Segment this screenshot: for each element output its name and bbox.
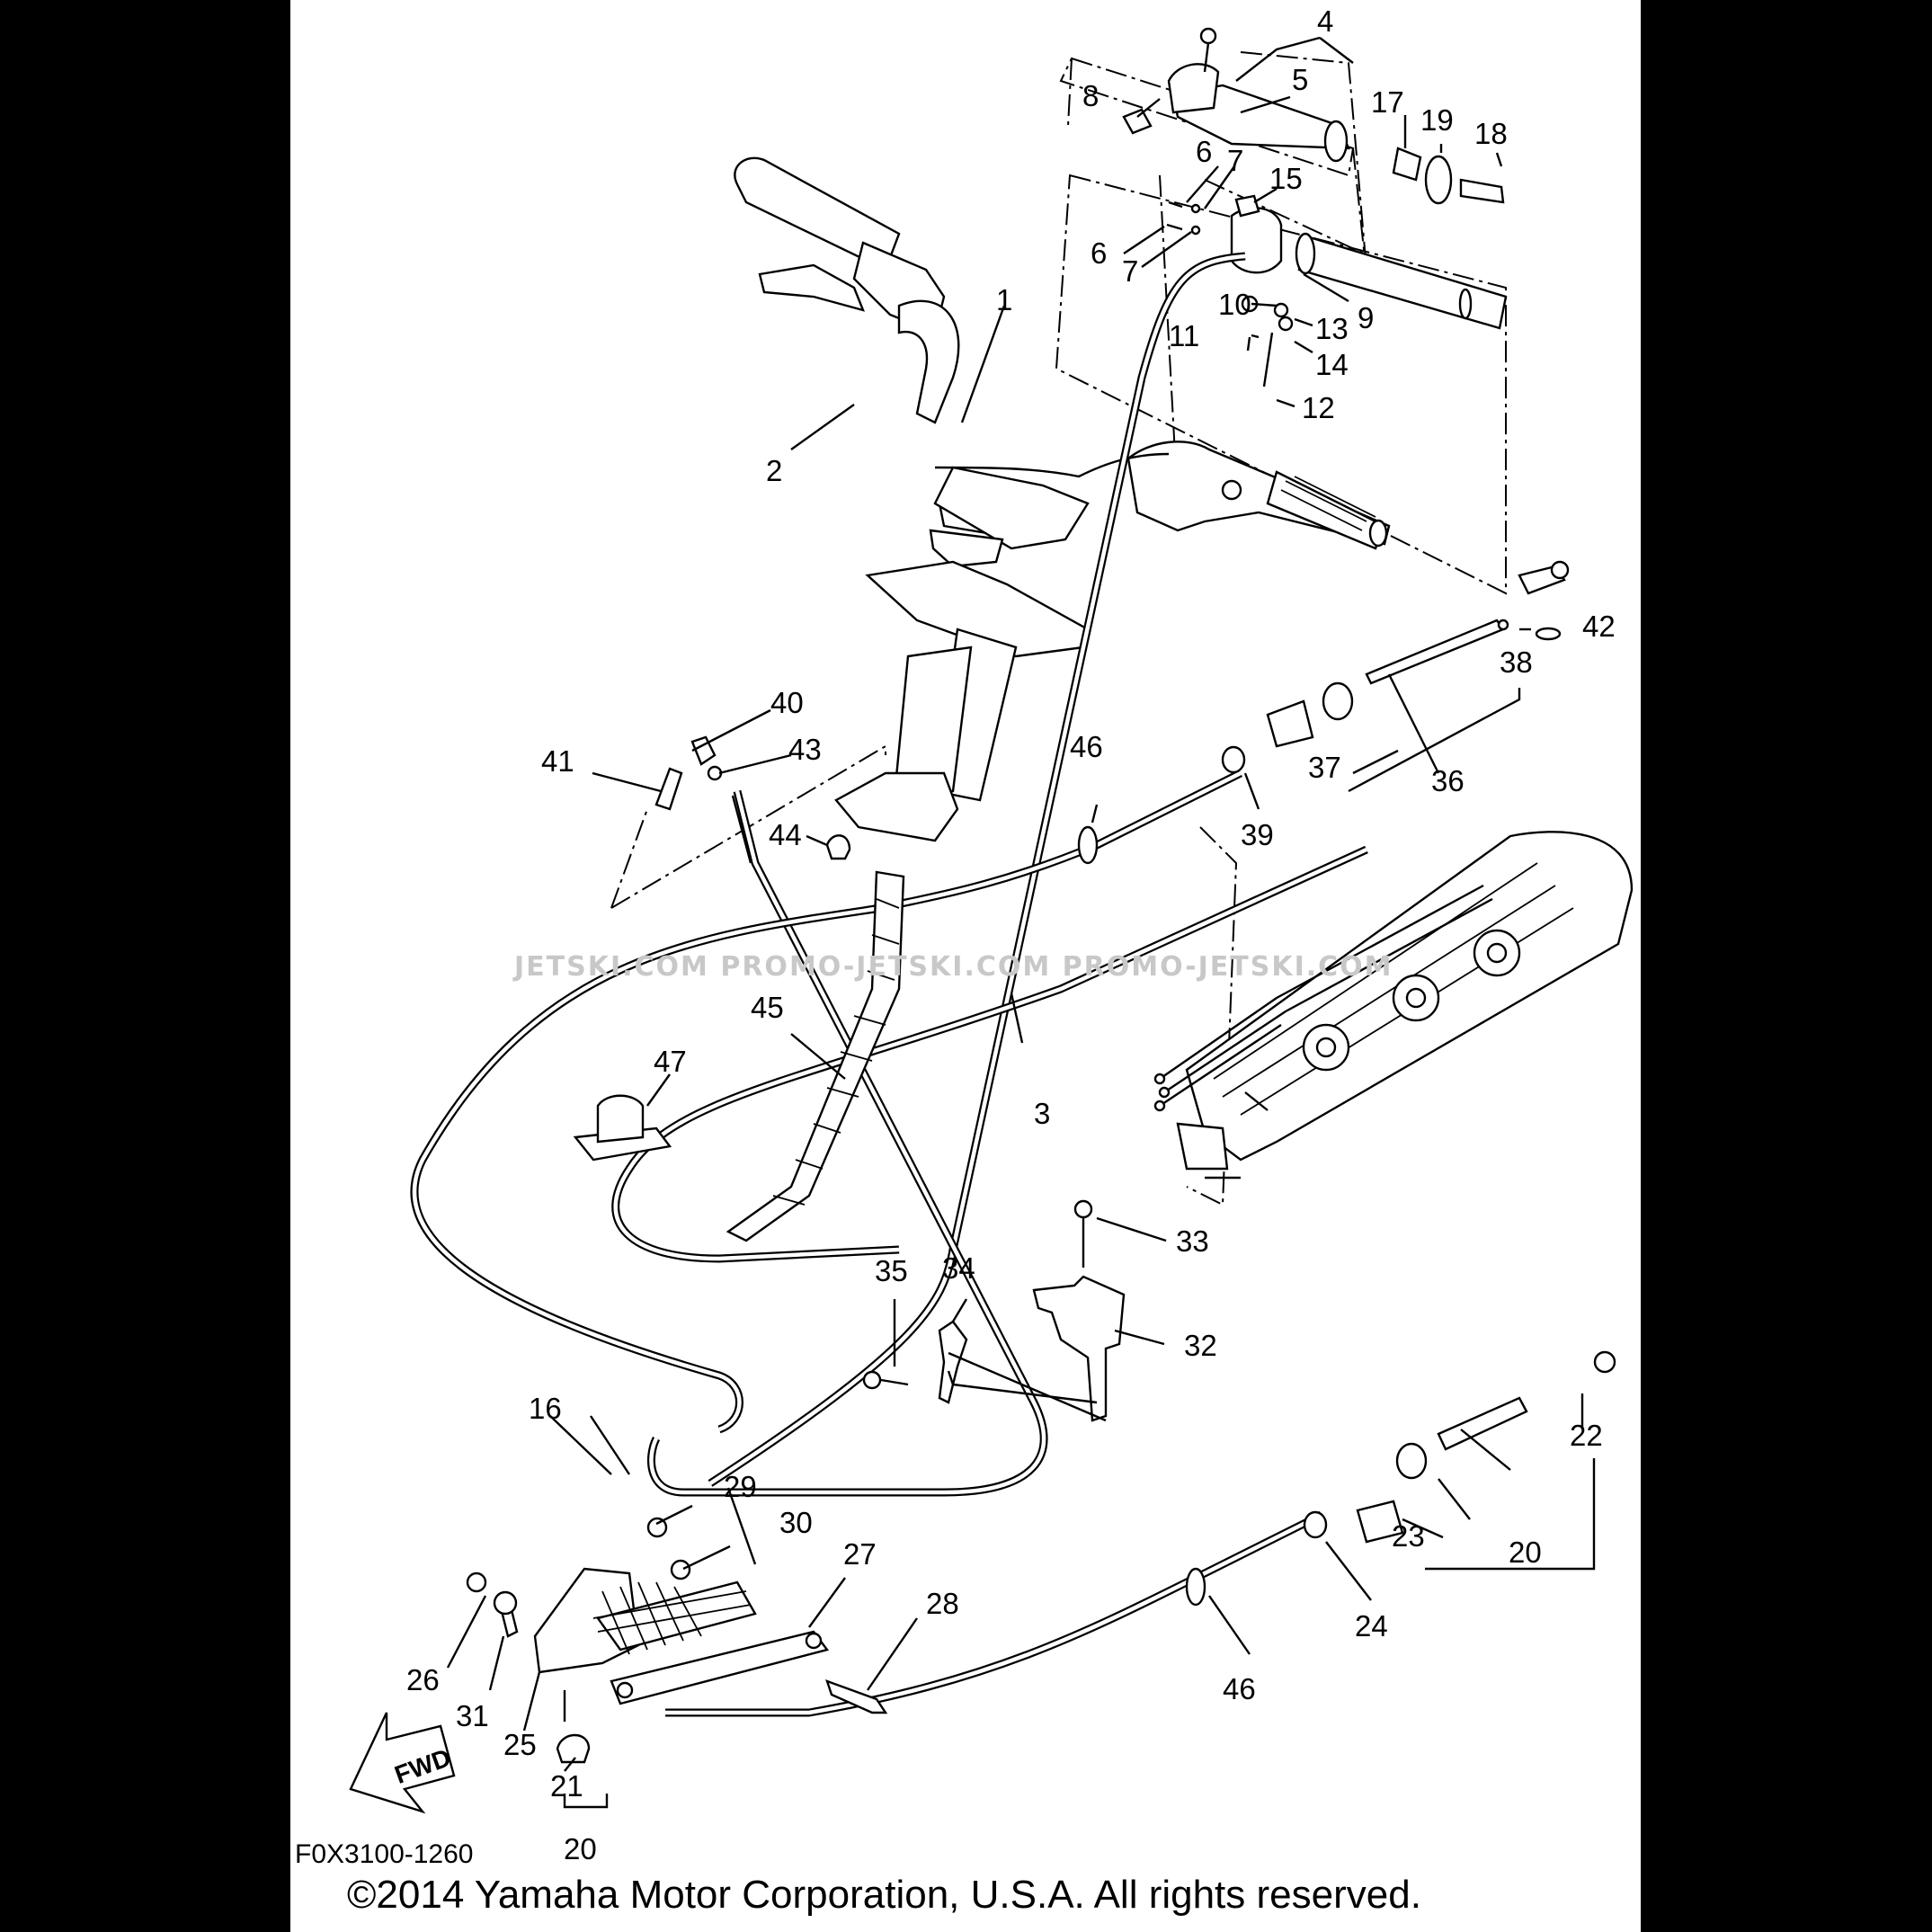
watermark: JETSKI.COM PROMO-JETSKI.COM PROMO-JETSKI… xyxy=(512,951,1393,983)
callout-19: 19 xyxy=(1420,103,1454,137)
callout-13: 13 xyxy=(1315,312,1349,345)
callout-7-second: 7 xyxy=(1122,254,1138,288)
callout-42: 42 xyxy=(1582,610,1616,643)
callout-30: 30 xyxy=(779,1506,813,1539)
callout-4: 4 xyxy=(1317,4,1333,38)
callout-17: 17 xyxy=(1371,85,1404,119)
callout-18: 18 xyxy=(1474,117,1508,150)
callout-40: 40 xyxy=(770,686,804,719)
shift-lever-assembly xyxy=(466,1487,888,1764)
copyright-notice: ©2014 Yamaha Motor Corporation, U.S.A. A… xyxy=(347,1873,1421,1917)
right-grip xyxy=(1266,470,1388,550)
callout-27: 27 xyxy=(843,1537,877,1571)
steering-column xyxy=(834,441,1391,842)
callout-6-second: 6 xyxy=(1091,236,1107,270)
callout-3: 3 xyxy=(1034,1097,1050,1130)
cable-end-lower xyxy=(1185,1350,1616,1607)
callout-44: 44 xyxy=(769,818,802,851)
callout-15: 15 xyxy=(1269,162,1303,195)
callout-23: 23 xyxy=(1392,1519,1425,1553)
callout-20: 20 xyxy=(1509,1536,1542,1569)
callout-7: 7 xyxy=(1227,144,1243,177)
callout-34: 34 xyxy=(942,1251,975,1285)
callout-45: 45 xyxy=(751,991,784,1024)
callout-20-second: 20 xyxy=(564,1832,597,1865)
callout-12: 12 xyxy=(1302,391,1335,424)
shift-cable xyxy=(410,769,1243,1434)
callout-32: 32 xyxy=(1184,1329,1217,1362)
callout-46-second: 46 xyxy=(1223,1672,1256,1705)
callout-22: 22 xyxy=(1570,1419,1603,1452)
callout-31: 31 xyxy=(456,1699,489,1732)
fwd-arrow-icon: FWD xyxy=(349,1712,456,1814)
throttle-assembly-frame xyxy=(1055,174,1507,595)
cable-wrap xyxy=(726,870,905,1242)
throttle-cable xyxy=(708,252,1246,1487)
callout-14: 14 xyxy=(1315,348,1349,381)
callout-36: 36 xyxy=(1431,764,1465,797)
callout-47: 47 xyxy=(654,1045,687,1078)
bracket xyxy=(862,1199,1126,1422)
callout-25: 25 xyxy=(503,1728,537,1761)
cable-end-upper xyxy=(1077,560,1570,865)
left-grip xyxy=(734,156,960,424)
callout-5: 5 xyxy=(1292,63,1308,96)
callout-26: 26 xyxy=(406,1663,440,1696)
callout-39: 39 xyxy=(1241,818,1274,851)
callout-43: 43 xyxy=(788,733,822,766)
grip-parts xyxy=(1122,27,1508,387)
callout-labels: 1 2 3 4 5 6 7 8 9 10 11 12 13 14 15 16 1… xyxy=(406,4,1616,1865)
part-code: F0X3100-1260 xyxy=(295,1839,474,1869)
callout-10: 10 xyxy=(1218,288,1251,321)
leader-lines xyxy=(446,36,1596,1809)
cable-fittings-left xyxy=(654,735,851,864)
callout-11: 11 xyxy=(1169,319,1199,352)
callout-24: 24 xyxy=(1355,1609,1388,1643)
callout-33: 33 xyxy=(1176,1224,1209,1258)
callout-37: 37 xyxy=(1308,751,1341,784)
callout-16: 16 xyxy=(529,1392,562,1425)
callout-28: 28 xyxy=(926,1587,959,1620)
callout-6: 6 xyxy=(1196,135,1212,168)
callout-38: 38 xyxy=(1500,645,1533,679)
engine-block xyxy=(1153,831,1634,1171)
cable-clamp xyxy=(573,1094,672,1162)
callout-46: 46 xyxy=(1070,730,1103,763)
callout-21: 21 xyxy=(550,1769,583,1803)
callout-29: 29 xyxy=(724,1470,757,1503)
callout-41: 41 xyxy=(541,744,574,778)
callout-2: 2 xyxy=(766,454,782,487)
choke-cable xyxy=(647,789,1048,1497)
callout-9: 9 xyxy=(1358,301,1374,334)
callout-1: 1 xyxy=(996,283,1012,316)
callout-8: 8 xyxy=(1082,79,1099,112)
callout-35: 35 xyxy=(875,1254,908,1287)
